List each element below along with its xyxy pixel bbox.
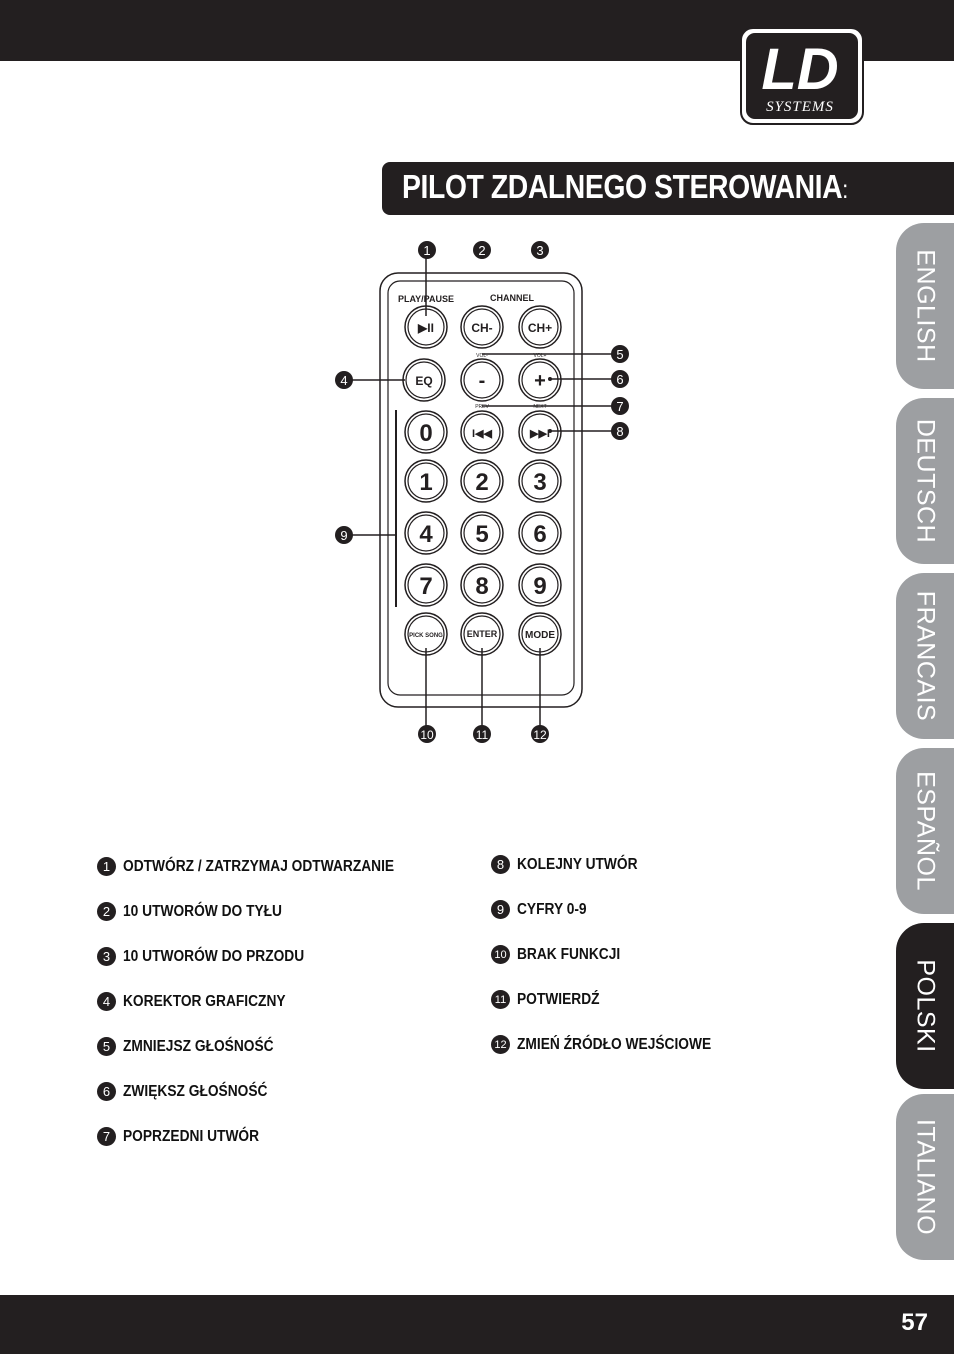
label-prev: PREV xyxy=(475,404,489,410)
callout-2: 2 xyxy=(473,241,491,259)
svg-text:4: 4 xyxy=(340,373,347,388)
enter-button[interactable]: ENTER xyxy=(460,612,504,656)
mode-button[interactable]: MODE xyxy=(518,612,562,656)
digit-4-button[interactable]: 4 xyxy=(404,511,448,555)
digit-6-button[interactable]: 6 xyxy=(518,511,562,555)
tab-espanol[interactable]: ESPAÑOL xyxy=(896,748,954,914)
tab-english[interactable]: ENGLISH xyxy=(896,223,954,389)
svg-text:EQ: EQ xyxy=(415,374,432,388)
digit-5-button[interactable]: 5 xyxy=(460,511,504,555)
svg-text:2: 2 xyxy=(478,243,485,258)
digit-1-button[interactable]: 1 xyxy=(404,459,448,503)
svg-text:MODE: MODE xyxy=(525,630,555,641)
remote-diagram: PLAY/PAUSE CHANNEL VOL- VOL+ PREV NEXT ▶… xyxy=(335,241,629,743)
logo-main-text: LD xyxy=(761,37,838,102)
svg-text:ENTER: ENTER xyxy=(467,629,498,639)
callout-4: 4 xyxy=(335,371,353,389)
svg-text:CH+: CH+ xyxy=(528,321,552,335)
section-title-bar: PILOT ZDALNEGO STEROWANIA: xyxy=(382,162,954,215)
svg-text:7: 7 xyxy=(419,573,432,600)
callout-8: 8 xyxy=(611,422,629,440)
svg-text:1: 1 xyxy=(423,243,430,258)
svg-text:9: 9 xyxy=(340,528,347,543)
ch-plus-button[interactable]: CH+ xyxy=(518,305,562,349)
pick-song-button[interactable]: PICK SONG xyxy=(404,612,448,656)
callout-5: 5 xyxy=(611,345,629,363)
tab-francais[interactable]: FRANCAIS xyxy=(896,573,954,739)
play-pause-icon: ▶II xyxy=(417,321,434,335)
tab-deutsch[interactable]: DEUTSCH xyxy=(896,398,954,564)
callout-lines xyxy=(352,258,612,726)
prev-button[interactable]: I◀◀ xyxy=(460,410,504,454)
callout-11: 11 xyxy=(473,725,491,743)
eq-button[interactable]: EQ xyxy=(402,358,446,402)
svg-text:0: 0 xyxy=(419,420,432,447)
svg-text:+: + xyxy=(534,370,546,392)
svg-text:5: 5 xyxy=(475,521,488,548)
logo-sub-text: SYSTEMS xyxy=(766,99,834,115)
svg-text:8: 8 xyxy=(616,424,623,439)
callout-3: 3 xyxy=(531,241,549,259)
svg-text:6: 6 xyxy=(533,521,546,548)
svg-text:11: 11 xyxy=(476,728,489,742)
digit-8-button[interactable]: 8 xyxy=(460,563,504,607)
next-button[interactable]: ▶▶I xyxy=(518,410,562,454)
digit-2-button[interactable]: 2 xyxy=(460,459,504,503)
callout-10: 10 xyxy=(418,725,436,743)
label-vol-plus: VOL+ xyxy=(534,353,547,359)
svg-text:8: 8 xyxy=(475,573,488,600)
callout-7: 7 xyxy=(611,397,629,415)
callout-9: 9 xyxy=(335,526,353,544)
play-pause-button[interactable]: ▶II xyxy=(404,305,448,349)
svg-text:3: 3 xyxy=(533,469,546,496)
svg-text:5: 5 xyxy=(616,347,623,362)
callout-12: 12 xyxy=(531,725,549,743)
label-next: NEXT xyxy=(533,404,546,410)
svg-text:-: - xyxy=(479,370,486,392)
vol-plus-button[interactable]: + xyxy=(518,358,562,402)
digit-3-button[interactable]: 3 xyxy=(518,459,562,503)
digit-9-button[interactable]: 9 xyxy=(518,563,562,607)
svg-text:10: 10 xyxy=(420,728,434,742)
callout-6: 6 xyxy=(611,370,629,388)
page-number: 57 xyxy=(901,1309,928,1336)
svg-text:4: 4 xyxy=(419,521,433,548)
svg-text:7: 7 xyxy=(616,399,623,414)
label-vol-minus: VOL- xyxy=(476,353,488,359)
ch-minus-button[interactable]: CH- xyxy=(460,305,504,349)
digit-7-button[interactable]: 7 xyxy=(404,563,448,607)
vol-minus-button[interactable]: - xyxy=(460,358,504,402)
bottom-bar: 57 xyxy=(0,1295,954,1354)
svg-text:2: 2 xyxy=(475,469,488,496)
svg-text:9: 9 xyxy=(533,573,546,600)
svg-text:CH-: CH- xyxy=(471,321,492,335)
svg-text:1: 1 xyxy=(419,469,432,496)
next-icon: ▶▶I xyxy=(529,428,550,440)
svg-text:12: 12 xyxy=(533,728,547,742)
page-title: PILOT ZDALNEGO STEROWANIA: xyxy=(402,168,848,205)
tab-italiano[interactable]: ITALIANO xyxy=(896,1094,954,1260)
svg-text:PICK SONG: PICK SONG xyxy=(409,633,443,639)
tab-polski[interactable]: POLSKI xyxy=(896,923,954,1089)
callout-1: 1 xyxy=(418,241,436,259)
prev-icon: I◀◀ xyxy=(472,428,493,440)
label-channel: CHANNEL xyxy=(490,293,535,303)
ld-systems-logo: LD SYSTEMS xyxy=(740,27,864,125)
svg-text:3: 3 xyxy=(536,243,543,258)
svg-text:6: 6 xyxy=(616,372,623,387)
digit-0-button[interactable]: 0 xyxy=(404,410,448,454)
callout-dots xyxy=(548,377,552,433)
